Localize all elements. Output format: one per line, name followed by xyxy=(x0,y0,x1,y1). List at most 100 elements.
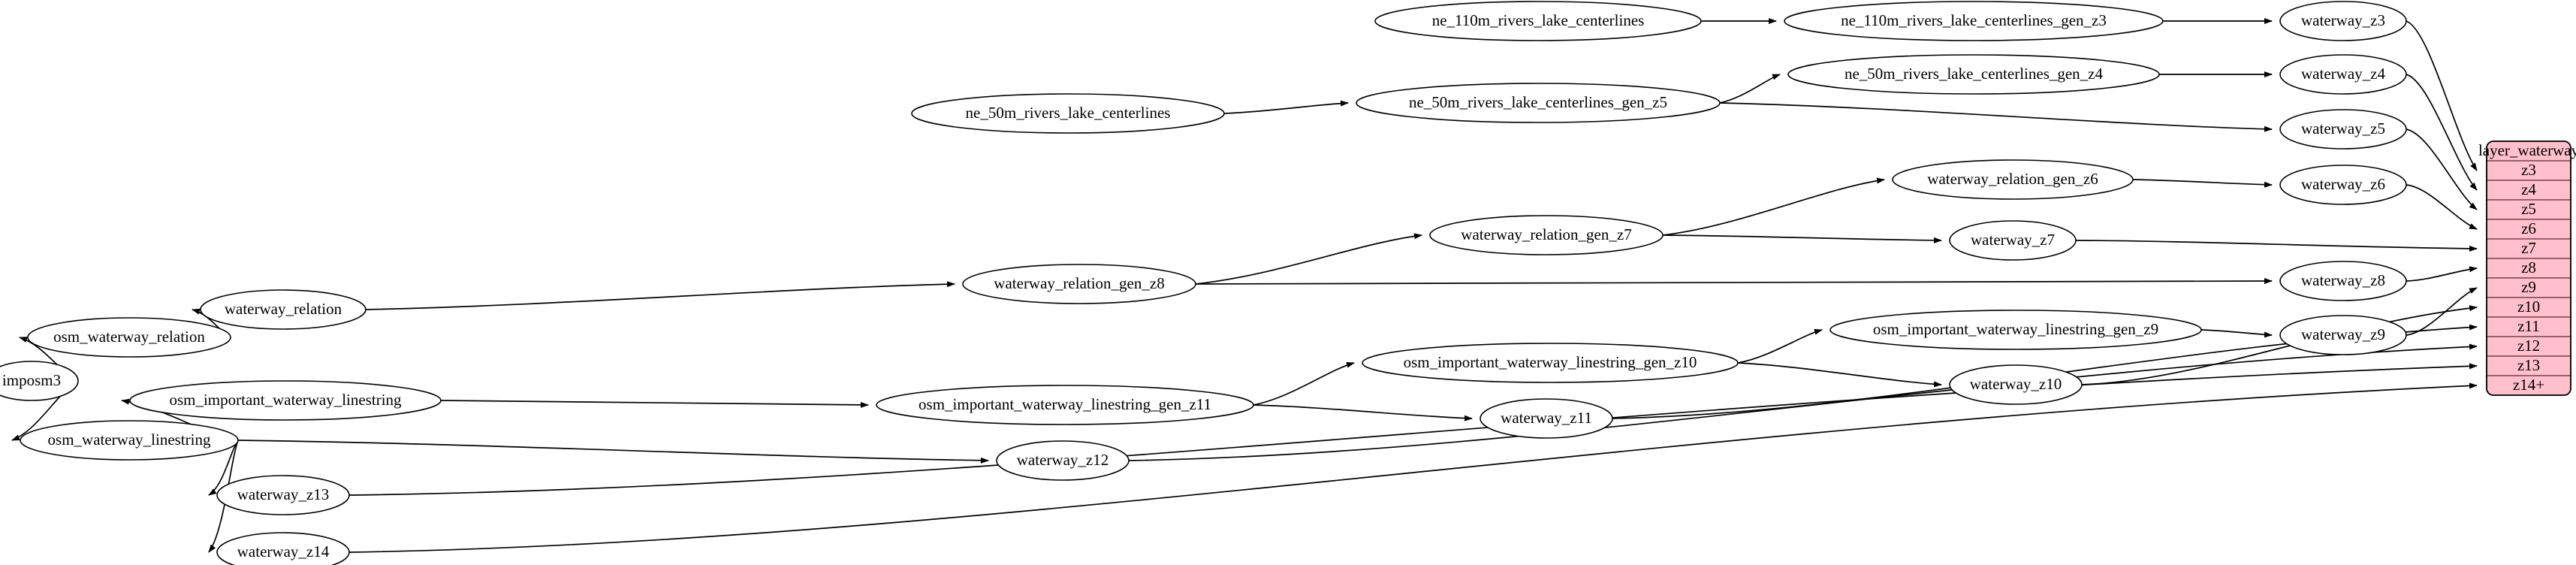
node-shape-osm_waterway_relation xyxy=(27,317,231,358)
layer-table-row-z3[interactable] xyxy=(2487,160,2571,181)
node-waterway_z5[interactable]: waterway_z5 xyxy=(2279,109,2407,150)
node-shape-waterway_relation_gen_z8 xyxy=(962,264,1196,304)
node-waterway_z10[interactable]: waterway_z10 xyxy=(1949,364,2083,405)
layer-table-row-z14plus[interactable] xyxy=(2487,375,2571,395)
node-label-osm_waterway_linestring: osm_waterway_linestring xyxy=(48,431,211,449)
layer-table-row-label-z3: z3 xyxy=(2521,161,2536,179)
layer-table-row-z12[interactable] xyxy=(2487,336,2571,357)
node-shape-imposm3 xyxy=(0,361,79,401)
layer-table-outline xyxy=(2486,140,2571,396)
node-label-ne_110m_rivers_lake_centerlines_gen_z3: ne_110m_rivers_lake_centerlines_gen_z3 xyxy=(1841,11,2107,29)
node-ne_50m_rivers_lake_centerlines_gen_z4[interactable]: ne_50m_rivers_lake_centerlines_gen_z4 xyxy=(1787,54,2160,95)
layer-table-row-label-z9: z9 xyxy=(2521,278,2536,296)
node-shape-ne_50m_rivers_lake_centerlines_gen_z4 xyxy=(1787,54,2160,95)
node-shape-waterway_z6 xyxy=(2279,165,2407,205)
node-ne_50m_rivers_lake_centerlines_gen_z5[interactable]: ne_50m_rivers_lake_centerlines_gen_z5 xyxy=(1356,83,1721,123)
edge-waterway_z4--to--layer_waterway-z4 xyxy=(2406,74,2478,191)
node-osm_important_waterway_linestring_gen_z10[interactable]: osm_important_waterway_linestring_gen_z1… xyxy=(1362,343,1739,383)
node-ne_50m_rivers_lake_centerlines[interactable]: ne_50m_rivers_lake_centerlines xyxy=(911,93,1225,134)
edge-waterway_z6--to--layer_waterway-z6 xyxy=(2406,184,2478,230)
node-waterway_z14[interactable]: waterway_z14 xyxy=(216,532,350,565)
layer-table-row-label-z10: z10 xyxy=(2517,298,2540,316)
node-label-waterway_z13: waterway_z13 xyxy=(237,485,329,503)
node-osm_important_waterway_linestring_gen_z11[interactable]: osm_important_waterway_linestring_gen_z1… xyxy=(876,385,1254,425)
node-waterway_z4[interactable]: waterway_z4 xyxy=(2279,54,2407,95)
edge-waterway_z14--to--layer_waterway-z14+ xyxy=(348,382,2478,553)
node-waterway_relation_gen_z8[interactable]: waterway_relation_gen_z8 xyxy=(962,264,1196,304)
node-shape-waterway_relation_gen_z7 xyxy=(1429,215,1664,255)
node-shape-waterway_z12 xyxy=(996,440,1130,481)
edge-osm_important_waterway_linestring_gen_z11--to--waterway_z11 xyxy=(1253,404,1473,421)
node-waterway_relation[interactable]: waterway_relation xyxy=(200,289,366,330)
edge-waterway_relation_gen_z6--to--waterway_z6 xyxy=(2132,179,2273,188)
edge-ne_50m_rivers_lake_centerlines_gen_z5--to--ne_50m_rivers_lake_centerlines_gen_z4 xyxy=(1719,74,1781,104)
edge-waterway_z3--to--layer_waterway-z3 xyxy=(2406,20,2478,171)
node-shape-waterway_z5 xyxy=(2279,109,2407,150)
node-label-waterway_z12: waterway_z12 xyxy=(1017,451,1109,469)
node-ne_110m_rivers_lake_centerlines[interactable]: ne_110m_rivers_lake_centerlines xyxy=(1374,1,1702,41)
node-shape-osm_important_waterway_linestring_gen_z11 xyxy=(876,385,1254,425)
node-label-osm_waterway_relation: osm_waterway_relation xyxy=(53,328,205,346)
node-waterway_z8[interactable]: waterway_z8 xyxy=(2279,261,2407,301)
node-label-waterway_relation_gen_z6: waterway_relation_gen_z6 xyxy=(1927,170,2098,188)
node-waterway_z9[interactable]: waterway_z9 xyxy=(2279,315,2407,355)
node-label-imposm3: imposm3 xyxy=(2,371,61,389)
edge-waterway_relation_gen_z7--to--waterway_z7 xyxy=(1662,234,1942,243)
node-waterway_z3[interactable]: waterway_z3 xyxy=(2279,1,2407,41)
node-shape-osm_waterway_linestring xyxy=(20,420,239,461)
layer-table-row-z11[interactable] xyxy=(2487,316,2571,337)
layer-table-row-label-z14plus: z14+ xyxy=(2513,376,2544,394)
node-ne_110m_rivers_lake_centerlines_gen_z3[interactable]: ne_110m_rivers_lake_centerlines_gen_z3 xyxy=(1784,1,2164,41)
node-shape-waterway_relation xyxy=(200,289,366,330)
edge-ne_50m_rivers_lake_centerlines--to--ne_50m_rivers_lake_centerlines_gen_z5 xyxy=(1223,100,1349,114)
node-shape-osm_important_waterway_linestring xyxy=(129,380,442,421)
layer-table-row-label-z8: z8 xyxy=(2521,258,2536,276)
node-osm_waterway_relation[interactable]: osm_waterway_relation xyxy=(27,317,231,358)
node-label-waterway_relation_gen_z8: waterway_relation_gen_z8 xyxy=(994,274,1164,292)
edge-waterway_relation_gen_z8--to--waterway_z8 xyxy=(1195,278,2273,285)
node-shape-osm_important_waterway_linestring_gen_z10 xyxy=(1362,343,1739,383)
node-osm_waterway_linestring[interactable]: osm_waterway_linestring xyxy=(20,420,239,461)
node-label-waterway_z6: waterway_z6 xyxy=(2301,175,2385,193)
node-shape-waterway_z3 xyxy=(2279,1,2407,41)
edge-waterway_z5--to--layer_waterway-z5 xyxy=(2406,128,2478,210)
layer-table-row-z5[interactable] xyxy=(2487,199,2571,220)
node-shape-waterway_z9 xyxy=(2279,315,2407,355)
node-label-waterway_z11: waterway_z11 xyxy=(1501,409,1592,427)
edge-waterway_z8--to--layer_waterway-z8 xyxy=(2406,266,2478,282)
layer-waterway-table: layer_waterwayz3z4z5z6z7z8z9z10z11z12z13… xyxy=(2478,140,2576,396)
edge-osm_important_waterway_linestring_gen_z9--to--waterway_z9 xyxy=(2200,329,2273,338)
node-waterway_z7[interactable]: waterway_z7 xyxy=(1949,220,2077,261)
node-label-waterway_relation_gen_z7: waterway_relation_gen_z7 xyxy=(1461,225,1631,243)
node-imposm3[interactable]: imposm3 xyxy=(0,361,79,401)
node-label-ne_50m_rivers_lake_centerlines: ne_50m_rivers_lake_centerlines xyxy=(966,104,1171,122)
node-osm_important_waterway_linestring[interactable]: osm_important_waterway_linestring xyxy=(129,380,442,421)
node-osm_important_waterway_linestring_gen_z9[interactable]: osm_important_waterway_linestring_gen_z9 xyxy=(1829,310,2202,350)
layer-table-row-label-z6: z6 xyxy=(2521,219,2536,237)
node-shape-waterway_z4 xyxy=(2279,54,2407,95)
edges-layer xyxy=(11,18,2478,553)
layer-table-row-label-z12: z12 xyxy=(2517,337,2540,355)
node-shape-ne_50m_rivers_lake_centerlines xyxy=(911,93,1225,134)
node-waterway_relation_gen_z7[interactable]: waterway_relation_gen_z7 xyxy=(1429,215,1664,255)
node-shape-ne_110m_rivers_lake_centerlines xyxy=(1374,1,1702,41)
edge-osm_important_waterway_linestring_gen_z10--to--waterway_z10 xyxy=(1737,362,1942,388)
layer-table-row-label-z11: z11 xyxy=(2517,317,2540,335)
edge-waterway_z7--to--layer_waterway-z7 xyxy=(2075,240,2478,252)
node-shape-waterway_z10 xyxy=(1949,364,2083,405)
node-waterway_relation_gen_z6[interactable]: waterway_relation_gen_z6 xyxy=(1892,159,2134,200)
edge-waterway_z9--to--layer_waterway-z9 xyxy=(2406,287,2478,336)
node-shape-waterway_z7 xyxy=(1949,220,2077,261)
node-waterway_z11[interactable]: waterway_z11 xyxy=(1480,398,1613,439)
node-waterway_z12[interactable]: waterway_z12 xyxy=(996,440,1130,481)
node-shape-waterway_z8 xyxy=(2279,261,2407,301)
edge-osm_important_waterway_linestring_gen_z10--to--osm_important_waterway_linestring_gen_z9 xyxy=(1737,328,1823,364)
node-shape-ne_50m_rivers_lake_centerlines_gen_z5 xyxy=(1356,83,1721,123)
node-waterway_z6[interactable]: waterway_z6 xyxy=(2279,165,2407,205)
node-label-waterway_relation: waterway_relation xyxy=(225,300,342,318)
node-label-osm_important_waterway_linestring_gen_z11: osm_important_waterway_linestring_gen_z1… xyxy=(918,395,1211,413)
node-label-waterway_z3: waterway_z3 xyxy=(2301,11,2385,29)
node-waterway_z13[interactable]: waterway_z13 xyxy=(216,475,350,515)
edge-ne_50m_rivers_lake_centerlines_gen_z5--to--waterway_z5 xyxy=(1719,102,2273,132)
